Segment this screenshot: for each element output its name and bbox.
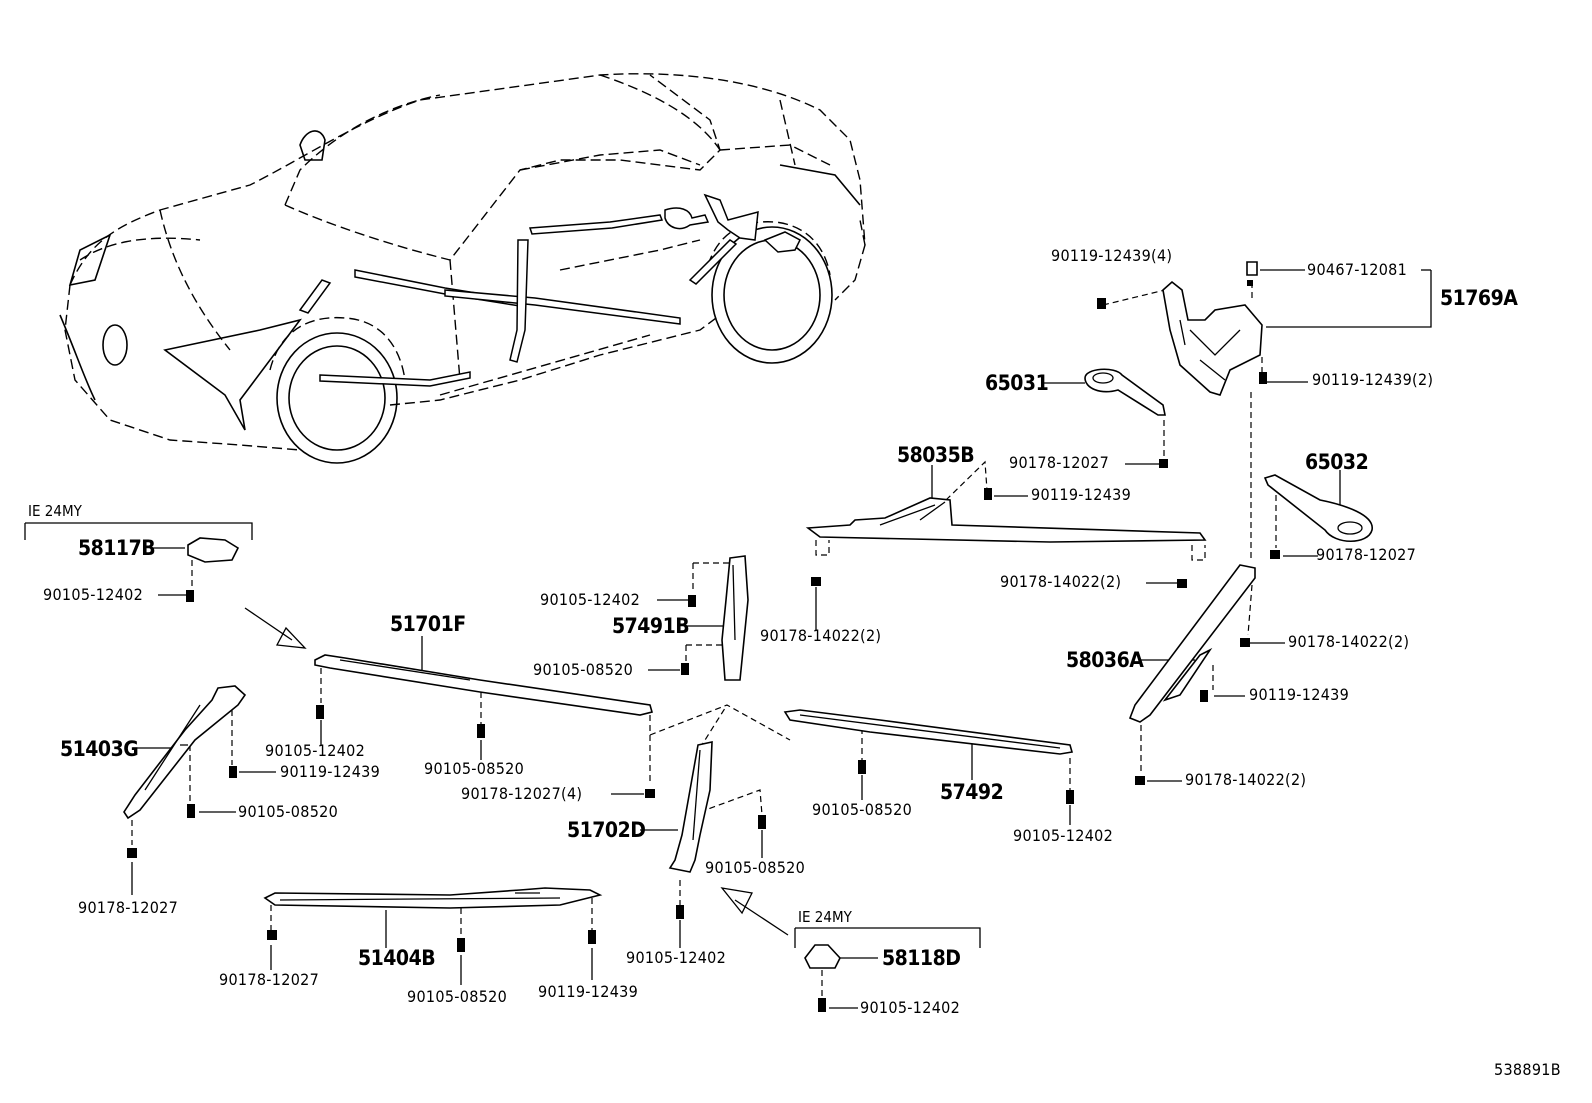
fastener-label: 90105-12402 bbox=[626, 948, 727, 967]
part-label-58035B: 58035B bbox=[897, 443, 975, 467]
part-label-58118D: 58118D bbox=[882, 946, 961, 970]
part-shapes bbox=[123, 261, 1373, 969]
fastener-label: 90178-12027 bbox=[219, 970, 320, 989]
part-57492-shape bbox=[783, 709, 1074, 755]
fastener-label: 90105-08520 bbox=[407, 987, 508, 1006]
part-58036A-shape bbox=[1128, 564, 1256, 723]
fastener-label: 90119-12439 bbox=[1031, 485, 1132, 504]
fastener-label: 90467-12081 bbox=[1307, 260, 1408, 279]
part-label-65032: 65032 bbox=[1305, 450, 1369, 474]
fastener-label: 90119-12439(4) bbox=[1051, 246, 1173, 265]
fastener-label: 90105-08520 bbox=[705, 858, 806, 877]
part-51702D-shape bbox=[668, 741, 713, 873]
vehicle-illustration bbox=[59, 73, 866, 464]
fastener-label: 90178-14022(2) bbox=[1288, 632, 1410, 651]
part-51769A-shape bbox=[1162, 280, 1263, 396]
fastener-label: 90178-14022(2) bbox=[1185, 770, 1307, 789]
part-label-51701F: 51701F bbox=[390, 612, 466, 636]
part-label-51702D: 51702D bbox=[567, 818, 646, 842]
fastener-label: 90119-12439 bbox=[538, 982, 639, 1001]
part-65032-shape bbox=[1263, 474, 1373, 542]
part-label-51403G: 51403G bbox=[60, 737, 139, 761]
part-label-51769A: 51769A bbox=[1440, 286, 1518, 310]
fastener-label: 90178-12027 bbox=[78, 898, 179, 917]
leader-lines bbox=[24, 269, 1432, 1009]
diagram-id: 538891B bbox=[1494, 1060, 1561, 1079]
fastener-label: 90105-12402 bbox=[860, 998, 961, 1017]
fastener-label: 90178-12027 bbox=[1316, 545, 1417, 564]
fastener-symbols bbox=[127, 280, 1280, 1012]
fastener-label: 90119-12439 bbox=[280, 762, 381, 781]
variant-note: IE 24MY bbox=[28, 502, 82, 520]
part-58035B-shape bbox=[805, 497, 1207, 543]
part-51403G-shape bbox=[123, 685, 247, 820]
fastener-label: 90119-12439 bbox=[1249, 685, 1350, 704]
part-label-51404B: 51404B bbox=[358, 946, 436, 970]
part-label-57491B: 57491B bbox=[612, 614, 690, 638]
fastener-label: 90105-08520 bbox=[812, 800, 913, 819]
fastener-label: 90178-14022(2) bbox=[1000, 572, 1122, 591]
fastener-label: 90178-14022(2) bbox=[760, 626, 882, 645]
part-58117B-shape bbox=[187, 537, 240, 563]
fastener-label: 90105-08520 bbox=[238, 802, 339, 821]
variant-note: IE 24MY bbox=[798, 908, 852, 926]
part-label-57492: 57492 bbox=[940, 780, 1004, 804]
fastener-label: 90105-12402 bbox=[540, 590, 641, 609]
fastener-label: 90105-12402 bbox=[265, 741, 366, 760]
fastener-label: 90178-12027 bbox=[1009, 453, 1110, 472]
fastener-label: 90105-12402 bbox=[1013, 826, 1114, 845]
fastener-label: 90105-08520 bbox=[424, 759, 525, 778]
part-label-58036A: 58036A bbox=[1066, 648, 1144, 672]
part-label-58117B: 58117B bbox=[78, 536, 156, 560]
fastener-label: 90178-12027(4) bbox=[461, 784, 583, 803]
fastener-label: 90119-12439(2) bbox=[1312, 370, 1434, 389]
part-51701F-shape bbox=[314, 654, 653, 716]
fastener-label: 90105-12402 bbox=[43, 585, 144, 604]
part-label-65031: 65031 bbox=[985, 371, 1049, 395]
fastener-label: 90105-08520 bbox=[533, 660, 634, 679]
part-65031-shape bbox=[1084, 368, 1166, 416]
part-58118D-shape bbox=[804, 944, 841, 969]
